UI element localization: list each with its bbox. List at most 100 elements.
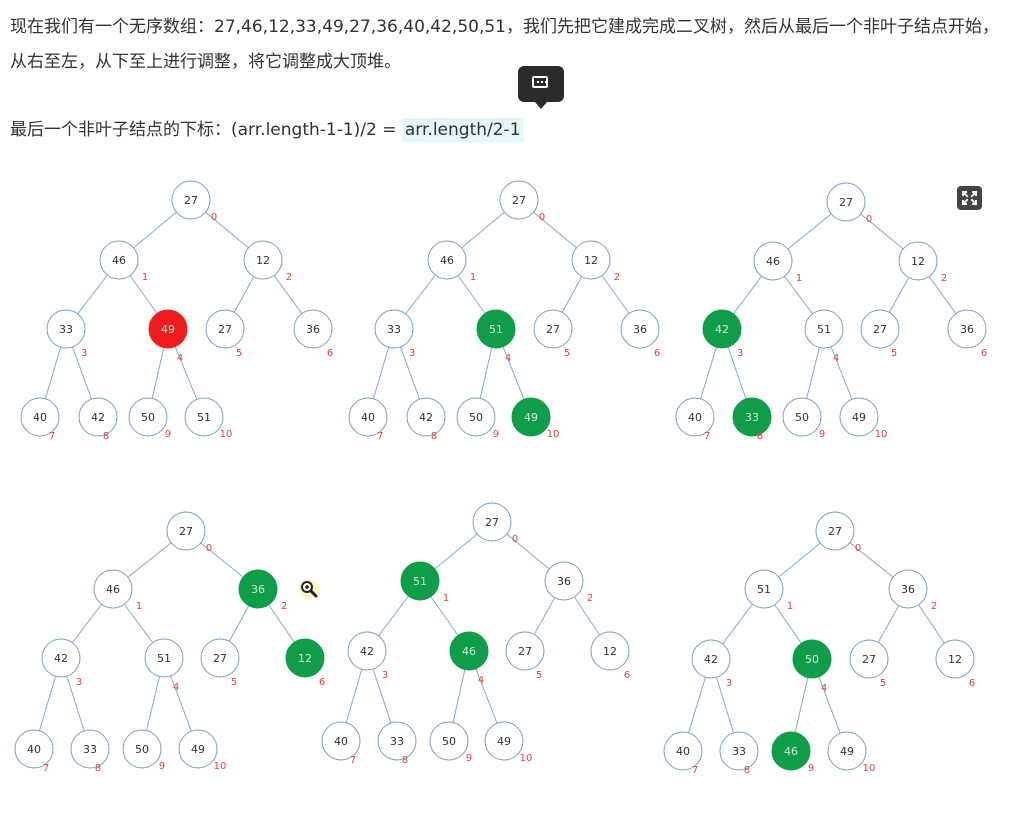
- comment-icon: [532, 76, 548, 88]
- tree-node: [93, 569, 133, 609]
- node-index: 6: [654, 348, 660, 359]
- node-value: 27: [839, 196, 853, 209]
- tree-edge: [452, 669, 466, 723]
- tree-node: [14, 729, 54, 769]
- node-value: 42: [419, 411, 433, 424]
- node-index: 1: [470, 272, 476, 283]
- node-value: 12: [603, 645, 617, 658]
- tree-node: [20, 397, 60, 437]
- node-index: 6: [969, 678, 975, 689]
- expand-icon-glyph: [961, 190, 978, 206]
- tree-node: [827, 731, 867, 771]
- node-index: 0: [211, 212, 217, 223]
- zoom-in-glyph: [299, 579, 319, 599]
- zoom-in-icon[interactable]: [298, 578, 320, 600]
- tree-edge: [200, 542, 244, 578]
- node-value: 27: [546, 323, 560, 336]
- node-index: 6: [981, 348, 987, 359]
- expand-icon[interactable]: [957, 186, 982, 210]
- tree-edge: [928, 276, 957, 314]
- node-value: 33: [390, 735, 404, 748]
- tree-node: [429, 721, 469, 761]
- tree-edge: [601, 275, 630, 314]
- tree-edge: [888, 277, 910, 313]
- node-index: 8: [431, 431, 437, 442]
- tree-edge: [722, 603, 753, 645]
- tree-edge: [170, 675, 192, 732]
- tree-node: [70, 729, 110, 769]
- tree-node: [293, 309, 333, 349]
- tree-edge: [151, 347, 165, 399]
- node-index: 1: [796, 273, 802, 284]
- comment-tooltip[interactable]: [518, 66, 564, 109]
- node-value: 46: [112, 254, 126, 267]
- tree-node: [476, 309, 516, 349]
- tree-node: [166, 511, 206, 551]
- tree-node: [427, 240, 467, 280]
- tree-node: [148, 309, 188, 349]
- node-index: 6: [319, 677, 325, 688]
- node-index: 9: [808, 763, 814, 774]
- tree-edge: [228, 605, 250, 642]
- node-index: 2: [931, 601, 937, 612]
- node-index: 5: [236, 348, 242, 359]
- intro-paragraph: 现在我们有一个无序数组：27,46,12,33,49,27,36,40,42,5…: [10, 17, 999, 72]
- node-value: 36: [251, 583, 265, 596]
- node-value: 40: [334, 735, 348, 748]
- formula-highlight[interactable]: arr.length/2-1: [401, 118, 524, 142]
- node-index: 7: [377, 431, 383, 442]
- tree-edge: [778, 542, 821, 578]
- node-index: 5: [880, 678, 886, 689]
- node-value: 36: [960, 323, 974, 336]
- tree-edge: [400, 346, 420, 400]
- node-value: 51: [489, 323, 503, 336]
- node-index: 9: [165, 429, 171, 440]
- node-value: 40: [688, 411, 702, 424]
- node-value: 27: [213, 652, 227, 665]
- tree-node: [732, 397, 772, 437]
- node-value: 42: [360, 645, 374, 658]
- tree-edge: [787, 213, 832, 250]
- node-index: 4: [833, 353, 839, 364]
- tree-edge: [66, 675, 85, 732]
- tree-node: [472, 502, 512, 542]
- tree-node: [178, 729, 218, 769]
- tree-edge: [372, 668, 392, 724]
- node-value: 51: [413, 575, 427, 588]
- tree-node: [771, 731, 811, 771]
- tree-edge: [434, 533, 478, 570]
- tree-edge: [830, 346, 853, 400]
- node-value: 12: [584, 254, 598, 267]
- node-value: 49: [852, 411, 866, 424]
- tree-edge: [127, 542, 172, 578]
- node-index: 4: [821, 683, 827, 694]
- tree-node: [571, 240, 611, 280]
- node-value: 50: [135, 743, 149, 756]
- node-value: 51: [817, 323, 831, 336]
- tree-edge: [774, 604, 802, 644]
- tree-edge: [573, 596, 601, 636]
- tree-edge: [44, 347, 62, 399]
- tree-node: [377, 721, 417, 761]
- tree-edge: [273, 275, 303, 314]
- tree-node: [184, 397, 224, 437]
- tree-edge: [506, 533, 550, 570]
- node-index: 3: [76, 677, 82, 688]
- tree-edge: [502, 346, 525, 400]
- tree-edge: [475, 668, 498, 724]
- tree-node: [702, 309, 742, 349]
- node-index: 9: [466, 753, 472, 764]
- node-value: 36: [306, 323, 320, 336]
- node-index: 7: [704, 431, 710, 442]
- node-index: 5: [536, 670, 542, 681]
- node-value: 42: [54, 652, 68, 665]
- tree-node: [285, 638, 325, 678]
- tree-node: [590, 631, 630, 671]
- node-index: 0: [539, 212, 545, 223]
- node-value: 46: [766, 255, 780, 268]
- tree-edge: [479, 347, 493, 399]
- node-value: 12: [948, 653, 962, 666]
- tree-edge: [38, 676, 57, 731]
- node-value: 46: [106, 583, 120, 596]
- tree-edge: [430, 596, 459, 636]
